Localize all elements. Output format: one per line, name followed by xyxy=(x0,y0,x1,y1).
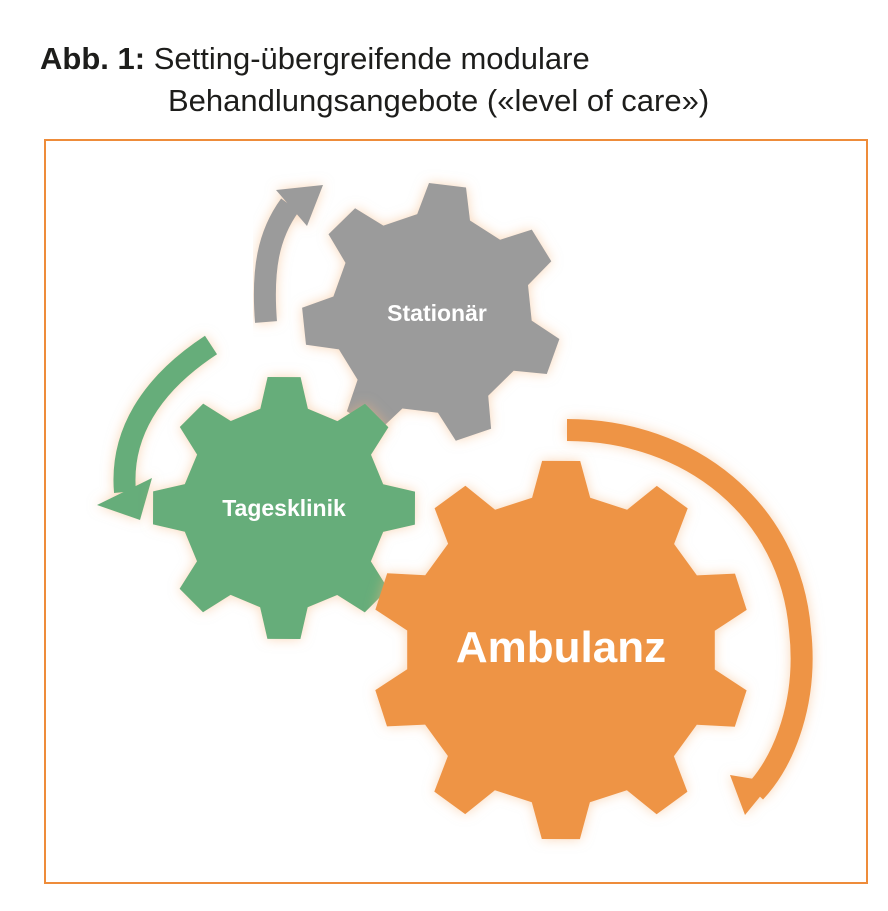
caption-label: Abb. 1: xyxy=(40,41,146,76)
stationaer-gear xyxy=(302,183,560,441)
tagesklinik-label: Tagesklinik xyxy=(222,495,346,521)
ambulanz-label: Ambulanz xyxy=(456,623,666,672)
caption-line-2: Behandlungsangebote («level of care») xyxy=(168,83,710,118)
ambulanz-gear xyxy=(375,460,747,840)
figure-caption: Abb. 1: Setting-übergreifende modulare B… xyxy=(40,38,709,122)
ambulanz-gear-body xyxy=(375,460,747,840)
gray-arrow xyxy=(253,185,323,323)
green-arrow xyxy=(97,335,218,520)
orange-arrow xyxy=(566,419,813,815)
tagesklinik-gear xyxy=(153,377,415,639)
caption-line-1: Setting-übergreifende modulare xyxy=(153,41,590,76)
diagram-frame xyxy=(44,139,868,884)
stationaer-gear-body xyxy=(302,183,560,441)
stationaer-label: Stationär xyxy=(387,300,487,326)
tagesklinik-gear-body xyxy=(153,377,415,639)
